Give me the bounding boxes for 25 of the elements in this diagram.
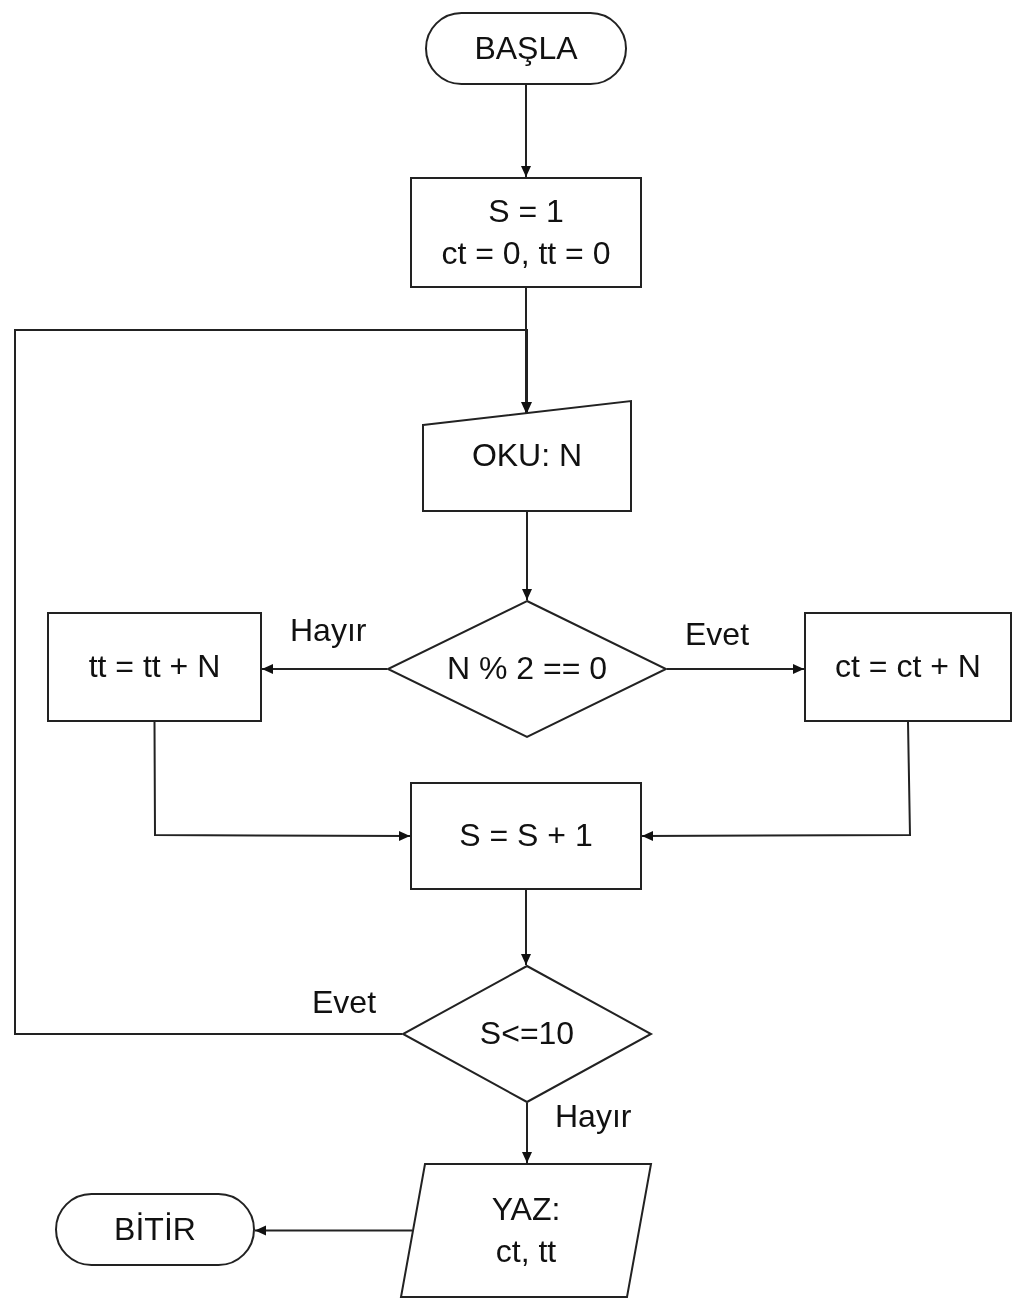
connector-arrow: [261, 664, 388, 674]
connector-arrow: [254, 1225, 413, 1236]
process-box: [804, 612, 1012, 722]
node-label: N % 2 == 0: [446, 649, 608, 689]
connector-arrow: [521, 84, 531, 178]
connector-arrow: [522, 1102, 532, 1164]
node-label: BAŞLA: [474, 28, 578, 68]
process-box: [410, 177, 642, 288]
node-label: ct = 0, tt = 0: [441, 233, 611, 273]
connector-arrow: [641, 721, 911, 841]
node-label: S = S + 1: [459, 816, 593, 856]
connector-arrow: [14, 329, 532, 1035]
node-label: S<=10: [479, 1014, 575, 1054]
connector-arrow: [153, 721, 411, 841]
connector-arrow: [522, 511, 532, 601]
node-label: BİTİR: [114, 1209, 196, 1249]
node-label: ct = ct + N: [835, 647, 981, 687]
connector-arrow: [521, 889, 531, 966]
connector-arrow: [666, 664, 805, 674]
node-label: YAZ: ct, tt: [490, 1189, 562, 1271]
process-box: [410, 782, 642, 890]
node-label: tt = tt + N: [88, 647, 221, 687]
node-label: OKU: N: [471, 436, 583, 476]
process-box: [47, 612, 262, 722]
node-label: S = 1: [488, 191, 564, 231]
